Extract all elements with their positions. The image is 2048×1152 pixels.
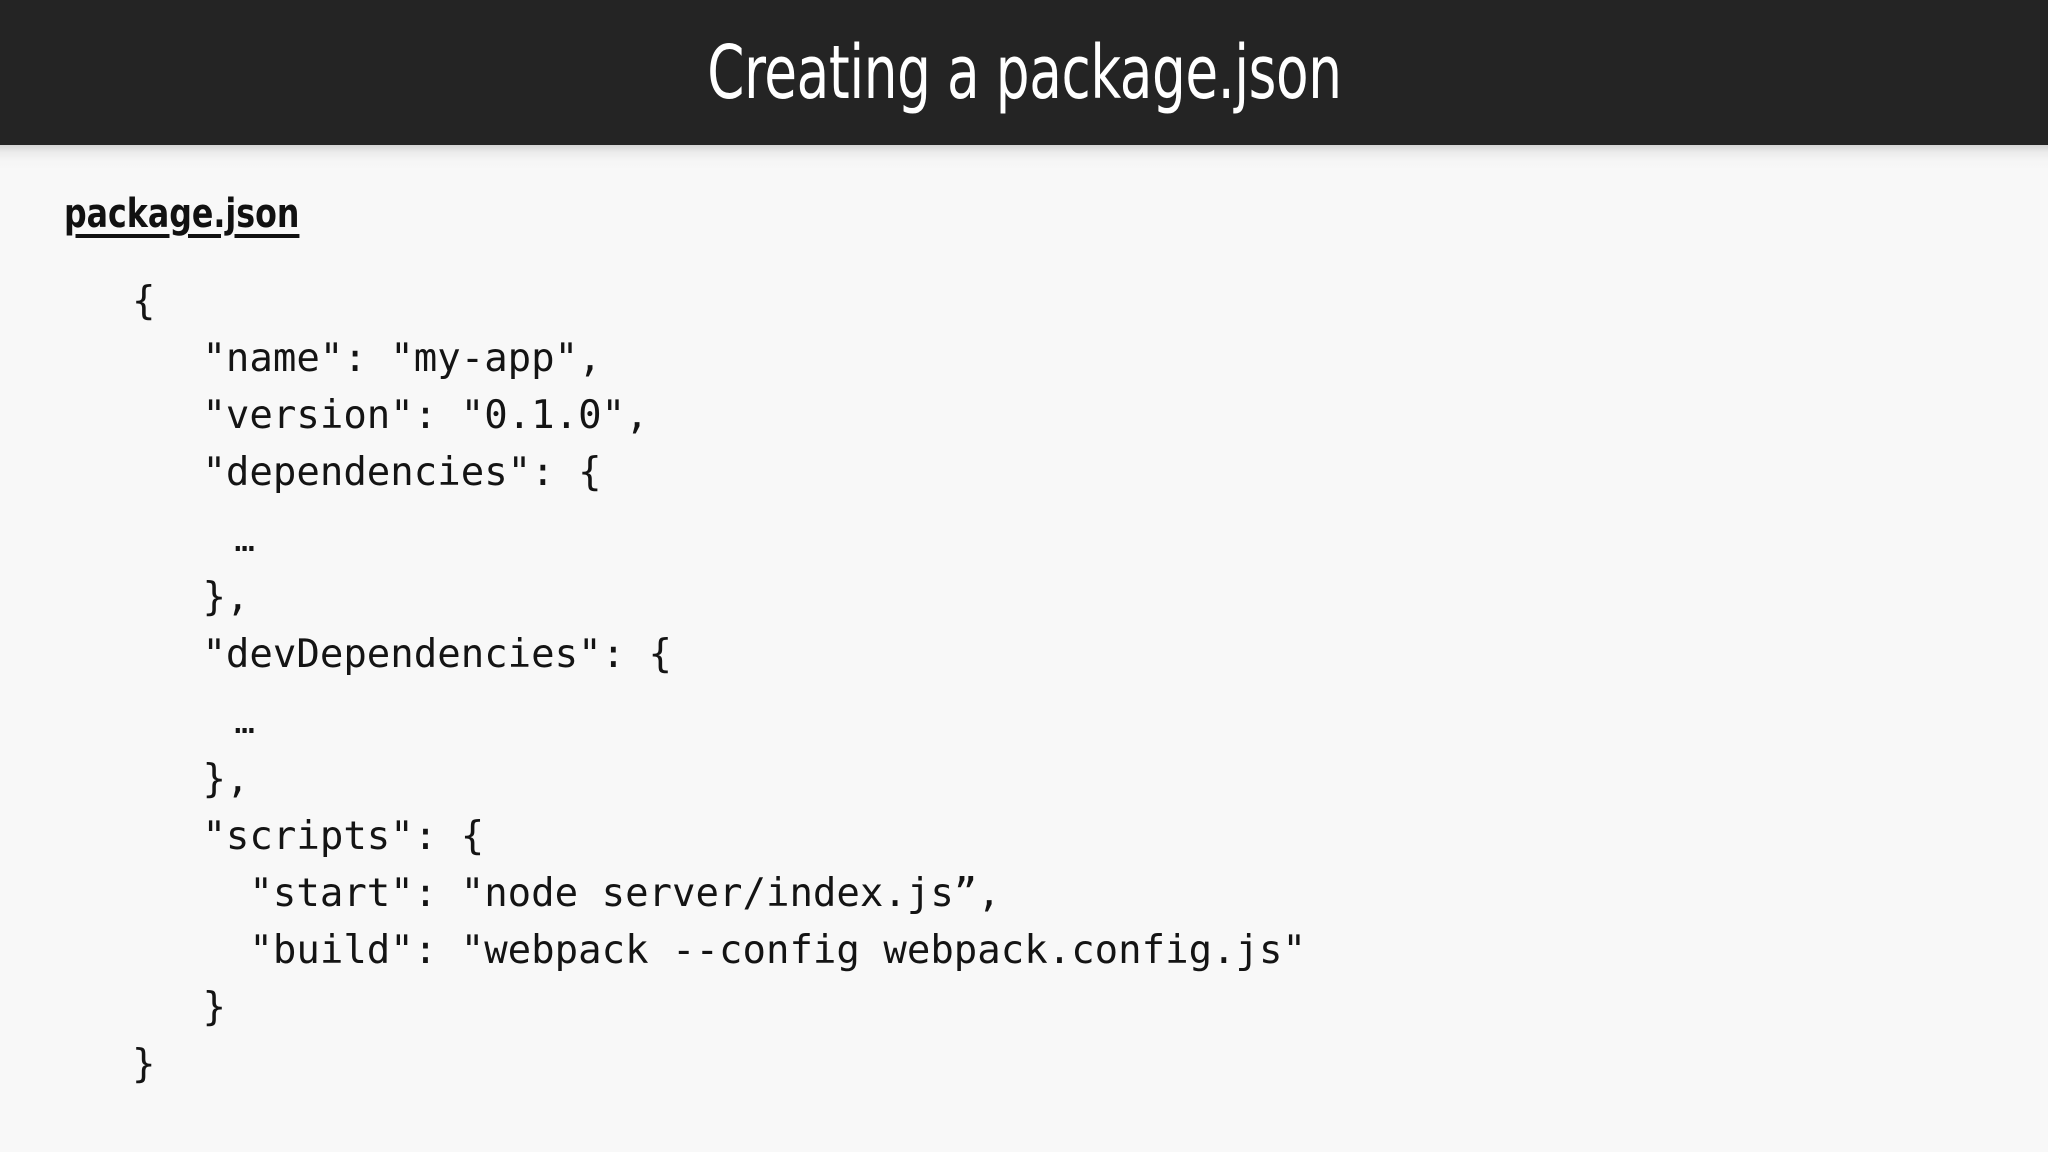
code-line: } (132, 1042, 156, 1087)
slide-title-bar: Creating a package.json (0, 0, 2048, 145)
code-line: { (132, 279, 156, 324)
slide-content: package.json { "name": "my-app", "versio… (0, 145, 2048, 1152)
code-line: "dependencies": { (132, 450, 602, 495)
code-line: } (132, 985, 226, 1030)
code-line: }, (132, 757, 250, 802)
code-line: "scripts": { (132, 814, 485, 859)
code-line: "build": "webpack --config webpack.confi… (132, 928, 1306, 973)
slide-title: Creating a package.json (706, 29, 1342, 116)
code-line: … (132, 702, 255, 742)
code-block: { "name": "my-app", "version": "0.1.0", … (132, 273, 1306, 1093)
code-line: }, (132, 575, 250, 620)
code-line: "start": "node server/index.js”, (132, 871, 1001, 916)
code-line: "devDependencies": { (132, 632, 673, 677)
code-line: "version": "0.1.0", (132, 393, 649, 438)
code-line: "name": "my-app", (132, 336, 602, 381)
file-name-heading: package.json (64, 191, 300, 237)
code-line: … (132, 520, 255, 560)
